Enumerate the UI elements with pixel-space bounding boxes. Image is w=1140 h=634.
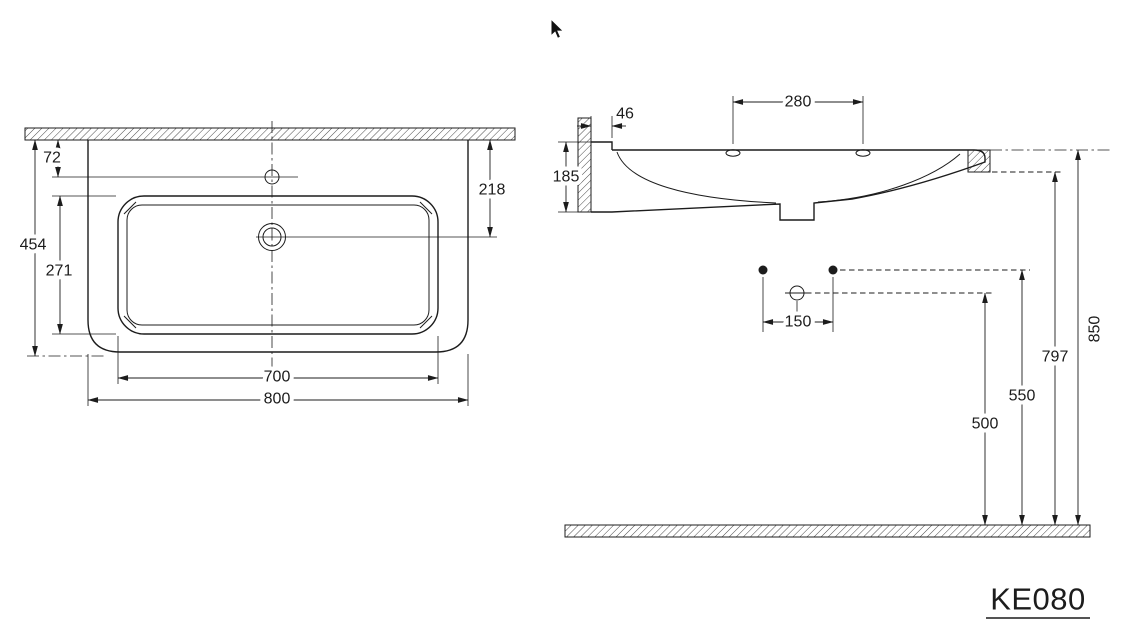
bowl-outer-edge xyxy=(117,195,439,335)
plan-view: 454 72 271 218 700 800 xyxy=(16,121,516,412)
fixing-point-left xyxy=(758,265,768,275)
floor-hatch xyxy=(564,524,1091,538)
dim-label-271: 271 xyxy=(46,263,73,280)
dim-label-150: 150 xyxy=(785,314,812,331)
tap-hole-right xyxy=(855,149,871,157)
bowl-interior-lines xyxy=(616,151,961,204)
mouse-cursor-icon xyxy=(550,17,565,39)
dim-label-500: 500 xyxy=(972,416,999,433)
dim-label-46: 46 xyxy=(616,106,634,123)
model-label-group: KE080 xyxy=(986,582,1090,619)
dim-label-280: 280 xyxy=(785,94,812,111)
basin-profile xyxy=(591,149,986,221)
bowl-inner-edge xyxy=(126,204,430,326)
plan-dimensions: 454 72 271 218 700 800 xyxy=(16,139,509,412)
wall-hatch-plan xyxy=(24,127,516,141)
dim-label-185: 185 xyxy=(553,169,580,186)
side-view: 280 46 185 150 500 550 797 850 xyxy=(549,90,1112,538)
model-label: KE080 xyxy=(990,582,1086,617)
dim-label-850: 850 xyxy=(1087,316,1104,343)
back-ledge xyxy=(591,141,613,150)
dim-label-72: 72 xyxy=(43,150,61,167)
mounting-bracket xyxy=(967,149,991,173)
fixing-point-right xyxy=(828,265,838,275)
dim-label-797: 797 xyxy=(1042,349,1069,366)
tap-hole-left xyxy=(725,149,741,157)
dim-label-218: 218 xyxy=(479,182,506,199)
dim-label-800: 800 xyxy=(264,391,291,408)
side-dimensions: 280 46 185 150 500 550 797 850 xyxy=(549,90,1108,526)
bowl-corner-chamfers xyxy=(123,201,433,329)
wall-hatch-side xyxy=(577,117,592,213)
basin-outer-outline xyxy=(87,140,469,353)
dim-label-454: 454 xyxy=(20,237,47,254)
dim-label-550: 550 xyxy=(1009,388,1036,405)
dim-label-700: 700 xyxy=(264,369,291,386)
drain-outlet-symbol xyxy=(785,285,809,315)
